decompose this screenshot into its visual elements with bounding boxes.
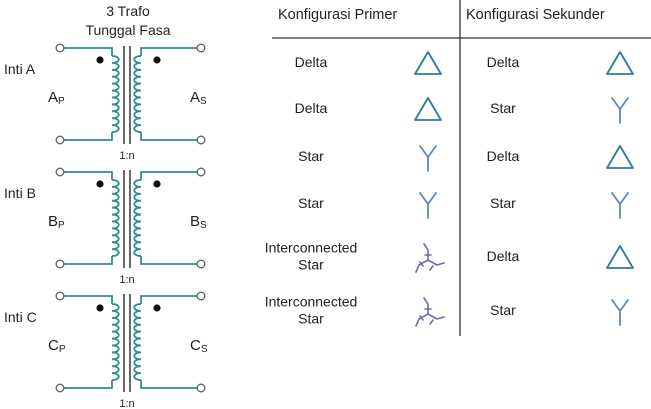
secondary-bottom-lead <box>140 380 201 389</box>
transformer-title-line1: 3 Trafo <box>106 3 150 19</box>
primary-polarity-dot <box>96 180 104 188</box>
secondary-config-name: Delta <box>487 148 520 164</box>
primary-config-name: Delta <box>295 54 328 70</box>
star-icon <box>419 192 437 219</box>
secondary-top-lead <box>140 295 201 304</box>
primary-top-lead <box>60 171 113 180</box>
secondary-polarity-dot <box>153 180 161 188</box>
secondary-config-name: Star <box>490 302 516 318</box>
secondary-bottom-lead <box>140 256 201 265</box>
star-icon <box>611 97 629 124</box>
primary-bottom-lead <box>60 256 113 265</box>
turns-ratio-label: 1:n <box>119 398 134 409</box>
secondary-config-name: Delta <box>487 54 520 70</box>
terminal-node <box>55 291 65 301</box>
delta-icon <box>414 51 442 75</box>
primary-polarity-dot <box>96 304 104 312</box>
delta-icon <box>606 145 634 169</box>
primary-top-lead <box>60 47 113 56</box>
interconnected-star-icon <box>415 297 445 327</box>
primary-winding <box>111 303 120 381</box>
terminal-node <box>55 135 65 145</box>
terminal-node <box>196 167 206 177</box>
config-row: Star Delta <box>298 145 634 172</box>
secondary-config-name: Delta <box>487 248 520 264</box>
secondary-winding-label: CS <box>190 337 208 355</box>
config-row: Delta Delta <box>295 51 634 75</box>
terminal-node <box>55 383 65 393</box>
config-row: Delta Star <box>295 97 629 124</box>
primary-polarity-dot <box>96 56 104 64</box>
primary-top-lead <box>60 295 113 304</box>
primary-winding-label: CP <box>48 337 66 355</box>
secondary-winding-label: AS <box>190 89 207 107</box>
interconnected-star-icon <box>415 243 445 273</box>
transformer-title-line2: Tunggal Fasa <box>85 22 170 38</box>
transformer-unit-c: Inti C CP CS 1:n <box>4 291 208 409</box>
secondary-config-name: Star <box>490 195 516 211</box>
turns-ratio-label: 1:n <box>119 150 134 162</box>
header-primary-config: Konfigurasi Primer <box>278 7 397 23</box>
terminal-node <box>196 43 206 53</box>
delta-icon <box>414 97 442 121</box>
primary-config-name: Delta <box>295 100 328 116</box>
config-row: Star Star <box>298 192 629 219</box>
core-label: Inti A <box>4 61 36 77</box>
star-icon <box>419 145 437 172</box>
secondary-top-lead <box>140 47 201 56</box>
secondary-polarity-dot <box>153 304 161 312</box>
primary-bottom-lead <box>60 380 113 389</box>
terminal-node <box>55 167 65 177</box>
secondary-winding <box>133 179 142 257</box>
terminal-node <box>55 259 65 269</box>
primary-winding <box>111 55 120 133</box>
core-label: Inti B <box>4 185 36 201</box>
transformer-unit-a: Inti A AP AS 1:n <box>4 43 207 162</box>
terminal-node <box>196 259 206 269</box>
secondary-polarity-dot <box>153 56 161 64</box>
primary-winding-label: AP <box>48 89 65 107</box>
terminal-node <box>55 43 65 53</box>
turns-ratio-label: 1:n <box>119 274 134 286</box>
terminal-node <box>196 135 206 145</box>
primary-bottom-lead <box>60 132 113 141</box>
primary-winding <box>111 179 120 257</box>
secondary-winding <box>133 303 142 381</box>
star-icon <box>611 299 629 326</box>
secondary-winding <box>133 55 142 133</box>
transformer-unit-b: Inti B BP BS 1:n <box>4 167 207 286</box>
primary-config-name: Star <box>298 148 324 164</box>
primary-winding-label: BP <box>48 213 65 231</box>
secondary-top-lead <box>140 171 201 180</box>
delta-icon <box>606 51 634 75</box>
terminal-node <box>196 291 206 301</box>
delta-icon <box>606 245 634 269</box>
header-secondary-config: Konfigurasi Sekunder <box>466 7 605 23</box>
core-label: Inti C <box>4 309 37 325</box>
secondary-bottom-lead <box>140 132 201 141</box>
star-icon <box>611 192 629 219</box>
secondary-winding-label: BS <box>190 213 207 231</box>
secondary-config-name: Star <box>490 100 516 116</box>
terminal-node <box>196 383 206 393</box>
primary-config-name: Star <box>298 195 324 211</box>
